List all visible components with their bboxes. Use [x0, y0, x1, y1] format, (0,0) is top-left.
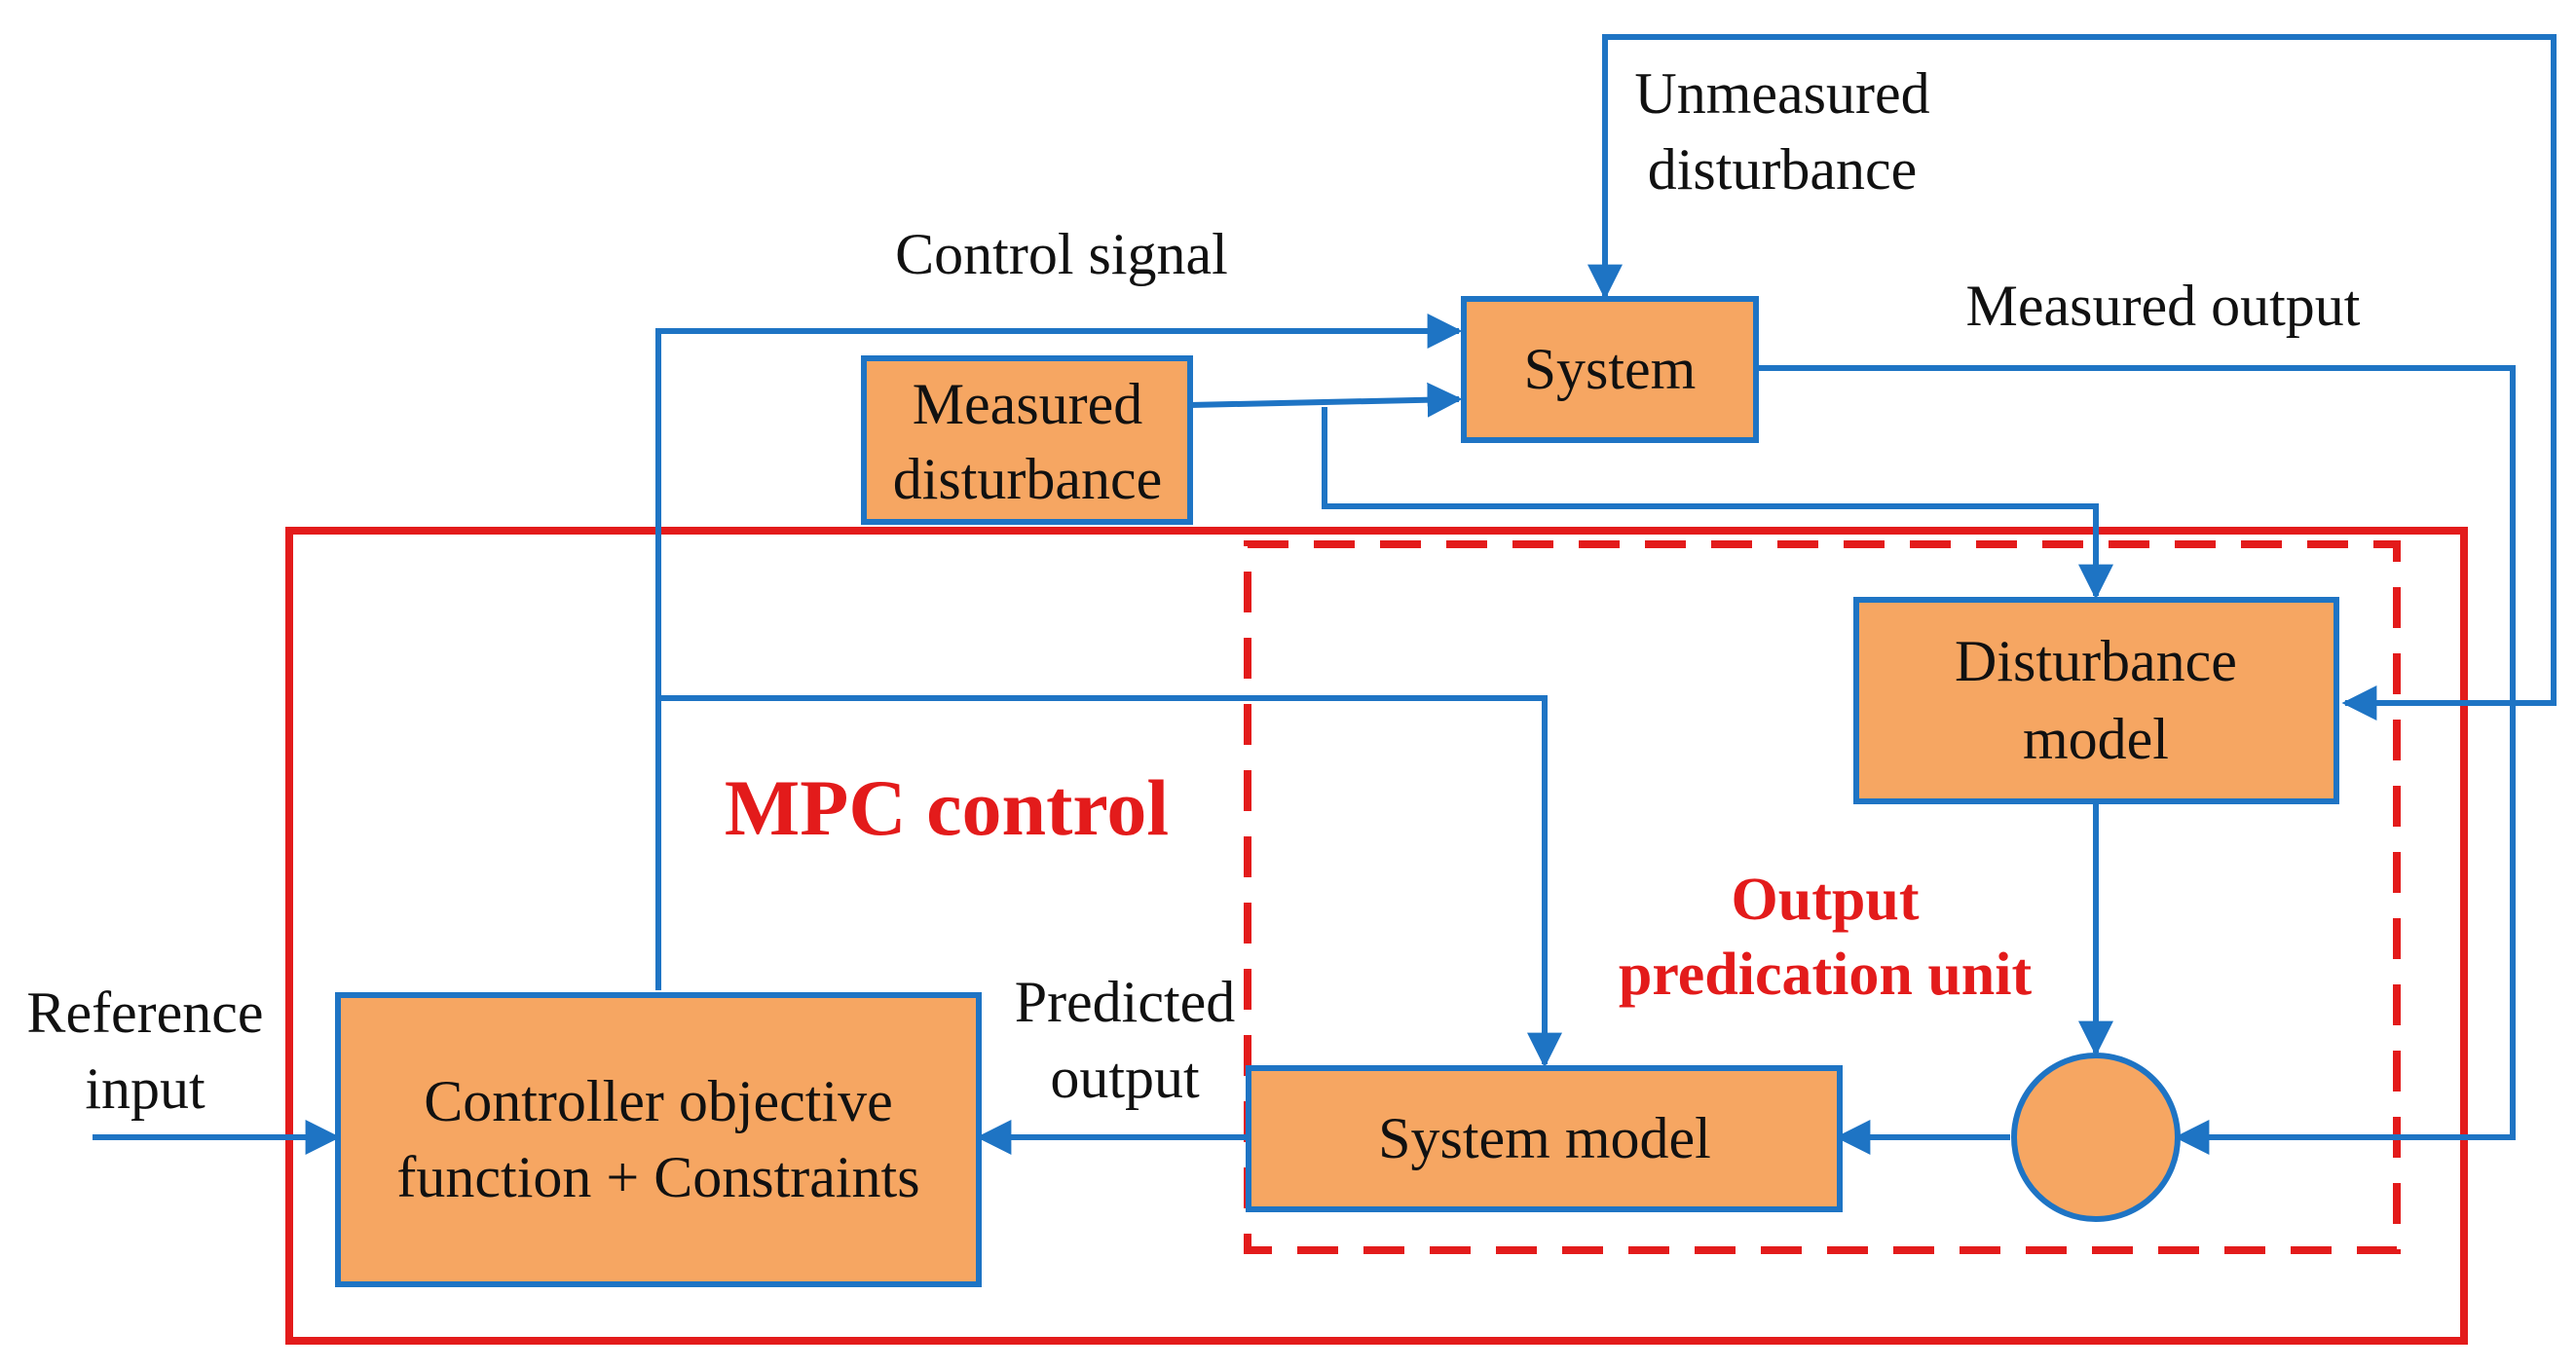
output-prediction-unit-title-line1: Output: [1732, 867, 1920, 933]
disturbance-model-label-line2: model: [2023, 707, 2169, 771]
unmeasured-disturbance-label-line1: Unmeasured: [1634, 61, 1929, 126]
system-label: System: [1524, 337, 1697, 401]
predicted-output-label-line1: Predicted: [1015, 970, 1236, 1034]
measured-disturbance-label-line1: Measured: [913, 372, 1143, 436]
measured-disturbance-block: Measured disturbance: [861, 355, 1193, 525]
reference-input-label-line1: Reference: [26, 980, 263, 1045]
control-signal-label: Control signal: [895, 222, 1228, 286]
measured-disturbance-to-system-wire: [1189, 382, 1463, 418]
controller-label-line1: Controller objective: [424, 1069, 893, 1133]
reference-input-label-line2: input: [85, 1056, 205, 1121]
output-prediction-unit-title-line2: predication unit: [1619, 942, 2033, 1008]
summing-junction: [2011, 1053, 2181, 1222]
unmeasured-disturbance-label-line2: disturbance: [1648, 137, 1918, 202]
measured-output-wire: [1755, 365, 2516, 1155]
disturbance-model-block: Disturbance model: [1853, 597, 2339, 804]
control-signal-wire: [655, 314, 1463, 990]
mpc-control-title: MPC control: [725, 763, 1169, 852]
system-model-block: System model: [1246, 1065, 1843, 1212]
disturbance-model-label-line1: Disturbance: [1955, 629, 2237, 693]
controller-label-line2: function + Constraints: [396, 1145, 919, 1209]
controller-block: Controller objective function + Constrai…: [335, 992, 982, 1287]
predicted-output-label-line2: output: [1050, 1046, 1200, 1110]
measured-output-label: Measured output: [1966, 274, 2361, 338]
mpc-control-boundary: [285, 527, 2468, 1345]
system-model-label: System model: [1378, 1106, 1711, 1170]
system-block: System: [1461, 296, 1759, 443]
control-to-system-model-wire: [658, 695, 1562, 1068]
measured-disturbance-to-model-wire: [1322, 407, 2113, 600]
measured-disturbance-label-line2: disturbance: [893, 447, 1163, 511]
